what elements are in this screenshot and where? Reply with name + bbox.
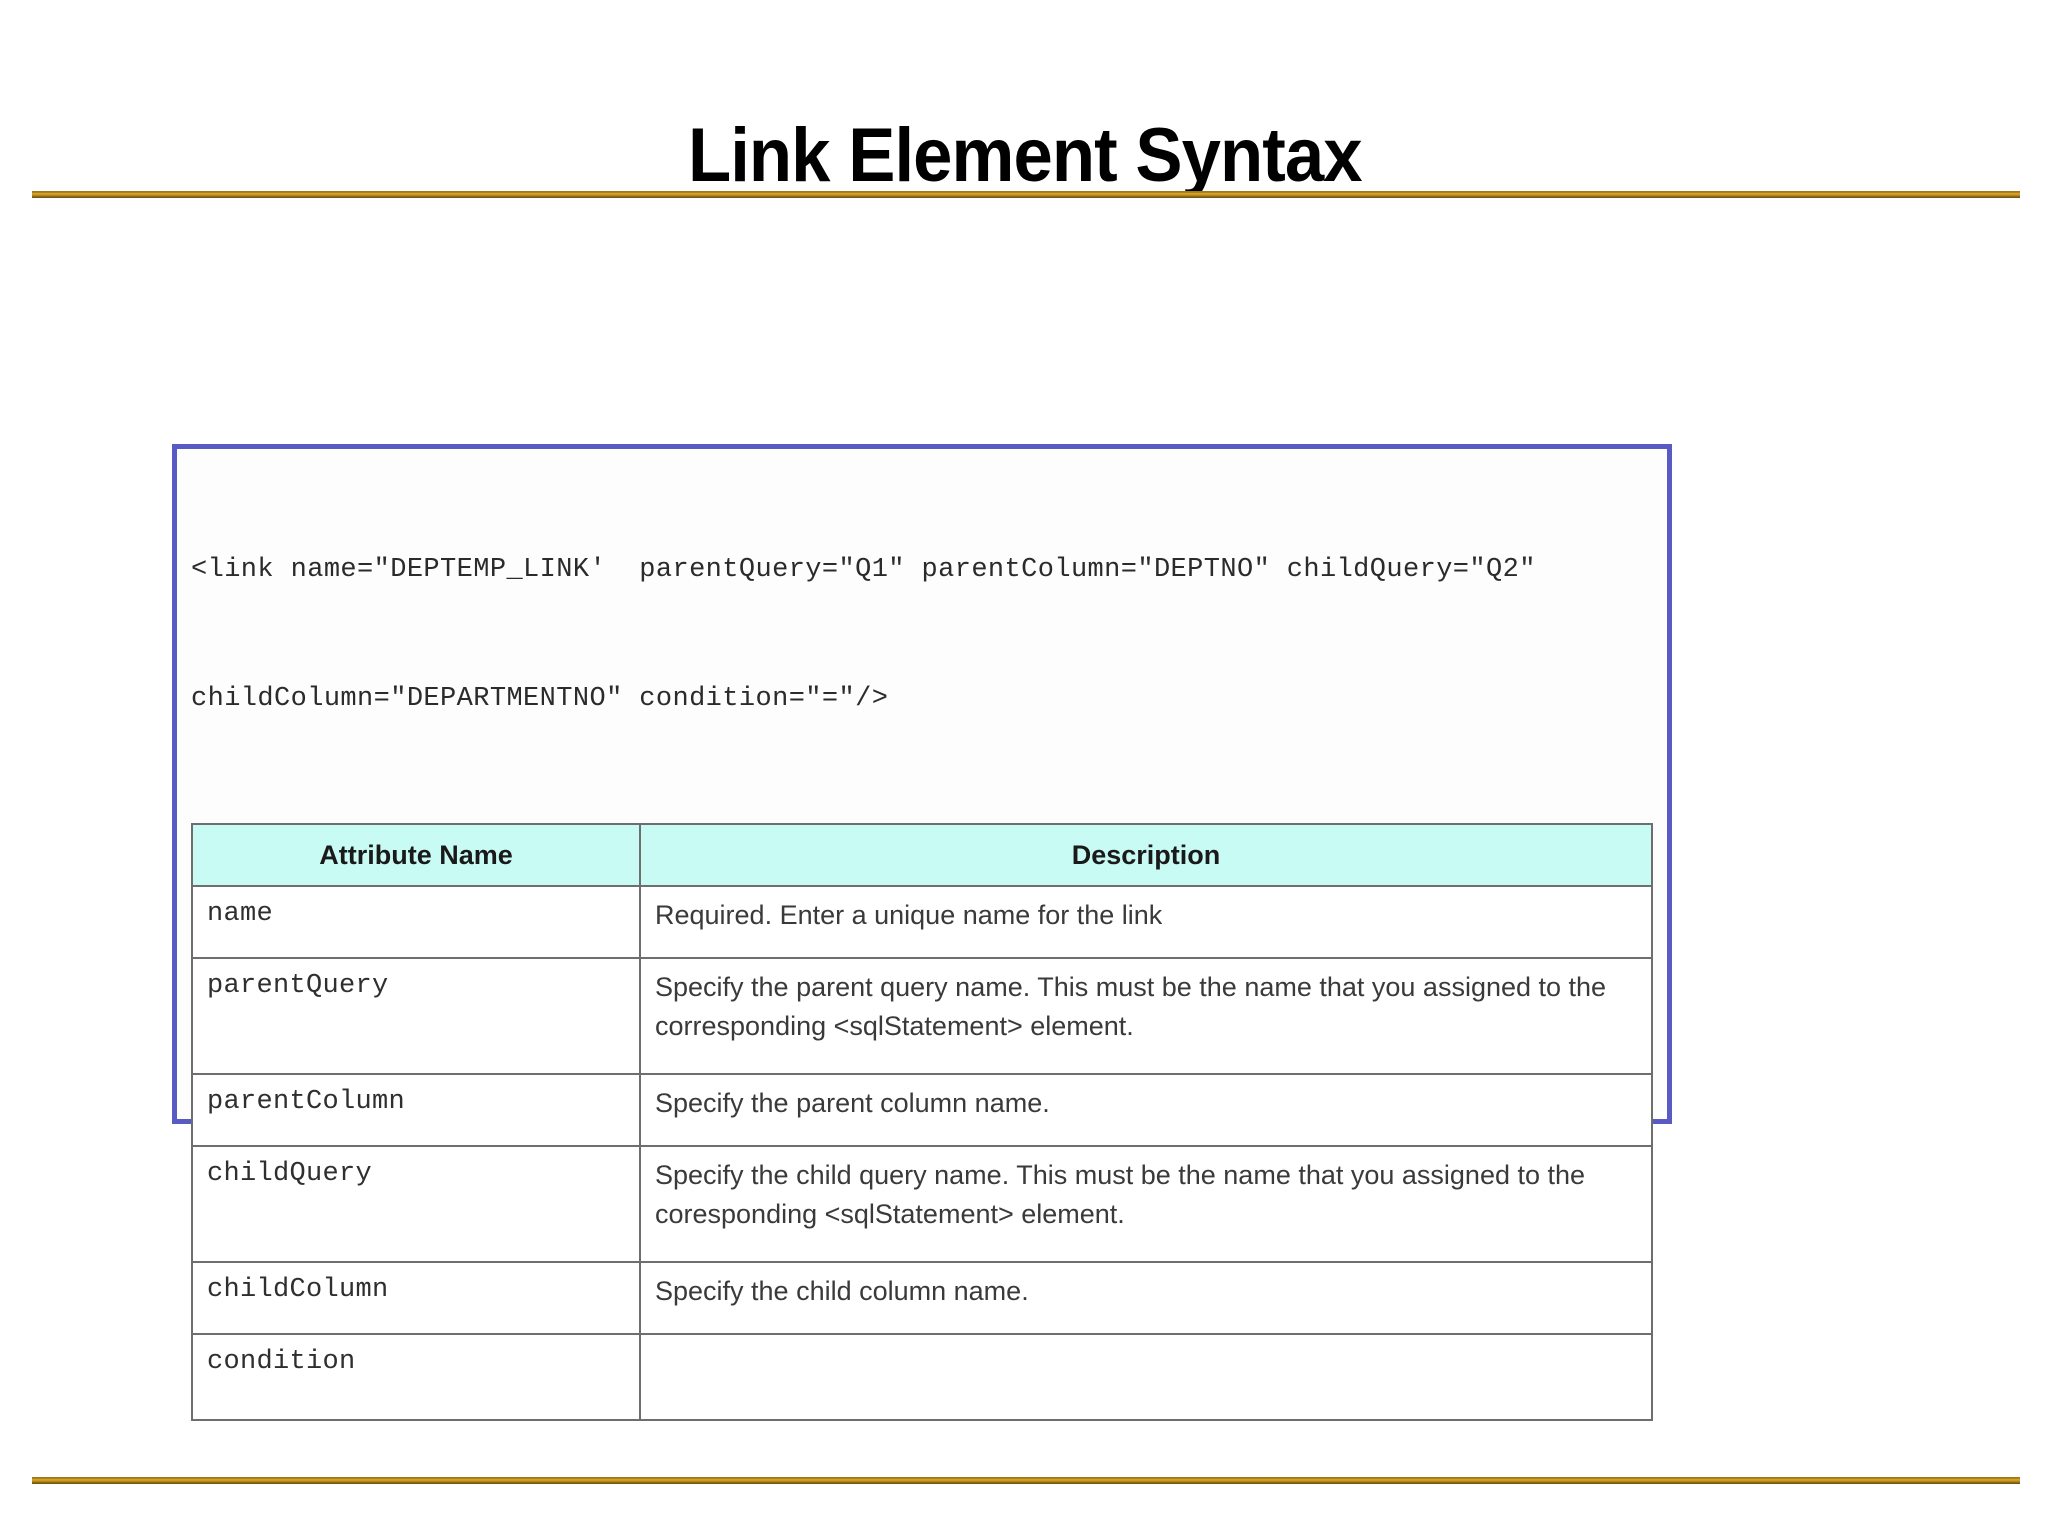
decorative-rule-top [32,191,2020,198]
table-row: condition [191,1333,1653,1421]
code-line-2: childColumn="DEPARTMENTNO" condition="="… [191,684,889,714]
page-title: Link Element Syntax [687,112,1363,198]
cell-description [639,1333,1653,1421]
cell-attribute-name: parentQuery [191,957,641,1075]
table-row: childColumn Specify the child column nam… [191,1261,1653,1335]
attribute-reference-table: Attribute Name Description name Required… [191,823,1653,1421]
cell-attribute-name: childColumn [191,1261,641,1335]
code-line-1: <link name="DEPTEMP_LINK' parentQuery="Q… [191,555,1536,585]
decorative-rule-bottom [32,1477,2020,1484]
cell-attribute-name: condition [191,1333,641,1421]
code-sample: <link name="DEPTEMP_LINK' parentQuery="Q… [177,449,1667,817]
table-row: parentColumn Specify the parent column n… [191,1073,1653,1147]
cell-description: Specify the child column name. [639,1261,1653,1335]
table-row: childQuery Specify the child query name.… [191,1145,1653,1263]
cell-attribute-name: parentColumn [191,1073,641,1147]
cell-description: Specify the child query name. This must … [639,1145,1653,1263]
cell-description: Specify the parent query name. This must… [639,957,1653,1075]
cell-description: Specify the parent column name. [639,1073,1653,1147]
column-header-attribute-name: Attribute Name [191,823,641,887]
figure-frame: <link name="DEPTEMP_LINK' parentQuery="Q… [172,444,1672,1421]
column-header-description: Description [639,823,1653,887]
cell-attribute-name: name [191,885,641,959]
table-header-row: Attribute Name Description [191,823,1653,887]
table-row: name Required. Enter a unique name for t… [191,885,1653,959]
cell-description: Required. Enter a unique name for the li… [639,885,1653,959]
table-row: parentQuery Specify the parent query nam… [191,957,1653,1075]
cell-attribute-name: childQuery [191,1145,641,1263]
